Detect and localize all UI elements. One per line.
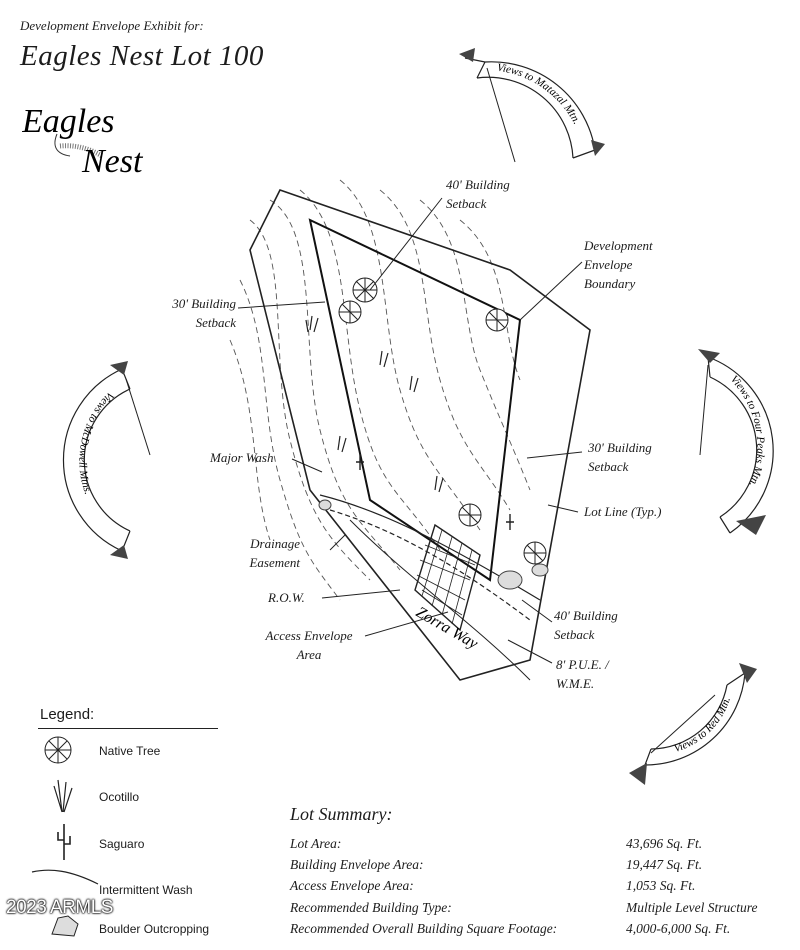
callout-building-setback-30-right: 30' Building Setback: [588, 440, 652, 474]
callout-building-setback-30-left: 30' Building Setback: [172, 296, 236, 330]
saguaro-icon: [356, 454, 514, 530]
copyright-watermark: 2023 ARMLS: [6, 897, 113, 918]
callout-pue: 8' P.U.E. / W.M.E.: [556, 657, 609, 691]
summary-row: Recommended Building Type: Multiple Leve…: [290, 900, 780, 921]
summary-row: Recommended Overall Building Square Foot…: [290, 921, 780, 942]
arrow-icon: [698, 349, 720, 363]
boulder-icon: [51, 915, 79, 937]
legend-label-ocotillo: Ocotillo: [99, 790, 140, 804]
callout-major-wash: Major Wash: [210, 450, 274, 465]
callout-lot-line: Lot Line (Typ.): [584, 504, 662, 519]
view-indicator-bottom: Views to Red Mtn.: [629, 663, 757, 785]
ocotillo-icon: [305, 315, 444, 493]
exhibit-subtitle: Development Envelope Exhibit for:: [20, 18, 204, 33]
summary-row: Building Envelope Area: 19,447 Sq. Ft.: [290, 857, 780, 878]
summary-label: Lot Area:: [290, 836, 342, 851]
summary-value: 43,696 Sq. Ft.: [626, 836, 703, 851]
ocotillo-icon: [53, 779, 73, 813]
summary-row: Access Envelope Area: 1,053 Sq. Ft.: [290, 878, 780, 899]
native-tree-icon: [44, 736, 72, 764]
view-indicator-right: Views to Four Peaks Mtn.: [698, 349, 774, 535]
callout-building-setback-40-bottom: 40' Building Setback: [554, 608, 618, 642]
summary-label: Recommended Overall Building Square Foot…: [290, 921, 558, 936]
logo-line1: Eagles: [22, 103, 115, 140]
callout-drainage-easement: Drainage Easement: [249, 536, 300, 570]
logo-line2: Nest: [81, 143, 144, 180]
summary-label: Access Envelope Area:: [290, 878, 414, 893]
lot-summary-title: Lot Summary:: [290, 804, 393, 824]
saguaro-icon: [57, 824, 71, 860]
view-indicator-left: Views to McDowell Mtns.: [62, 361, 151, 559]
arrow-icon: [591, 140, 605, 156]
summary-label: Recommended Building Type:: [290, 900, 452, 915]
callout-building-setback-40-top: 40' Building Setback: [446, 177, 510, 211]
callout-development-envelope: Development Envelope Boundary: [584, 238, 653, 291]
arrow-icon: [110, 361, 128, 375]
arrow-icon: [739, 663, 757, 683]
arrow-icon: [110, 545, 128, 559]
view-indicator-top: Views to Matazal Mtn.: [459, 48, 605, 163]
summary-value: 19,447 Sq. Ft.: [626, 857, 703, 872]
access-envelope: [414, 523, 481, 632]
arrow-icon: [459, 48, 475, 62]
summary-value: Multiple Level Structure: [626, 900, 758, 915]
legend-label-wash: Intermittent Wash: [99, 883, 193, 897]
summary-label: Building Envelope Area:: [290, 857, 424, 872]
legend-label-boulder: Boulder Outcropping: [99, 922, 210, 936]
contour-lines: [229, 179, 531, 601]
summary-row: Lot Area: 43,696 Sq. Ft.: [290, 836, 780, 857]
callout-access-envelope: Access Envelope Area: [265, 628, 353, 662]
summary-value: 1,053 Sq. Ft.: [626, 878, 696, 893]
summary-value: 4,000-6,000 Sq. Ft.: [626, 921, 731, 936]
legend-divider: [38, 728, 218, 729]
legend-label-saguaro: Saguaro: [99, 837, 145, 851]
exhibit-title: Eagles Nest Lot 100: [20, 40, 264, 72]
eagles-nest-logo: Eagles Nest: [22, 103, 144, 180]
wash-icon: [31, 869, 99, 885]
arrow-icon: [736, 515, 766, 535]
development-envelope: [308, 218, 522, 582]
boulder-icon: [318, 499, 549, 590]
legend-title: Legend:: [40, 706, 95, 723]
arrow-icon: [629, 763, 647, 785]
lot-line: [249, 189, 591, 681]
legend-label-native-tree: Native Tree: [99, 744, 161, 758]
native-tree-icon: [338, 277, 547, 565]
callout-row: R.O.W.: [268, 590, 305, 605]
site-plan: Zorra Way: [229, 179, 591, 681]
